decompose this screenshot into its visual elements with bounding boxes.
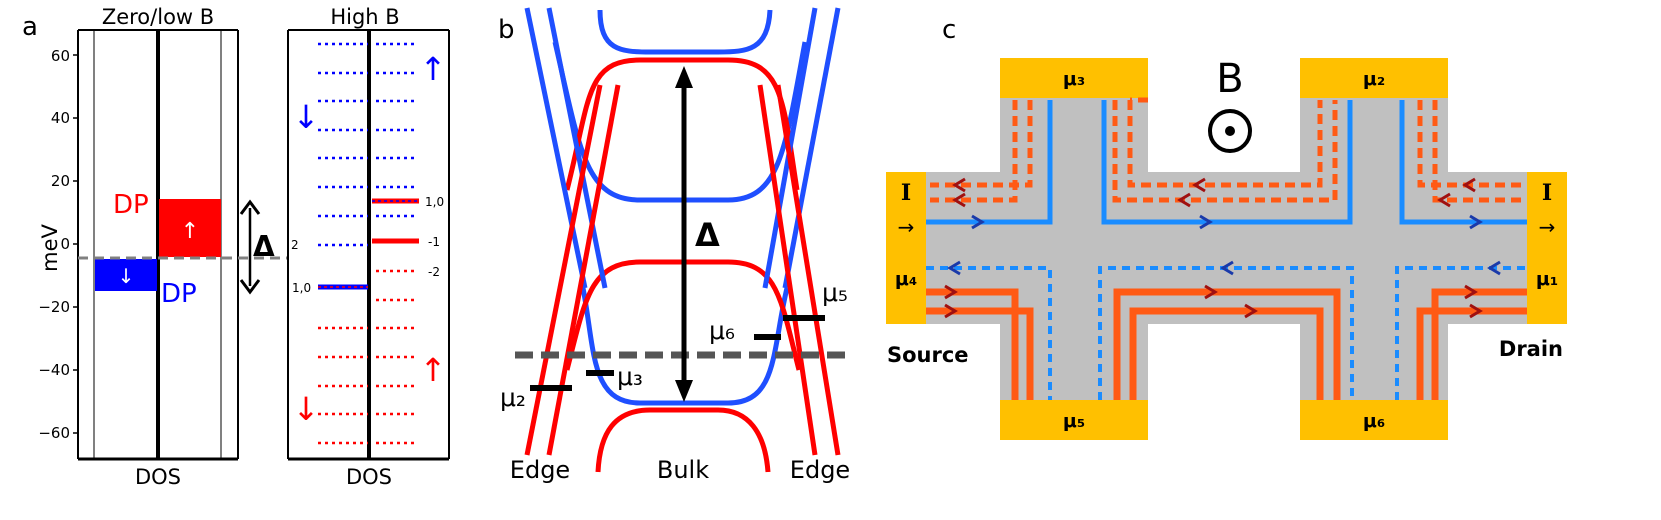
current-label-left: I — [901, 180, 911, 206]
lower-orange-solid-paths — [926, 288, 1527, 400]
upper-orange-dashed-paths — [930, 97, 1525, 203]
spin-down-dp-block — [95, 259, 157, 291]
high-b-up-arrow-red: ↑ — [420, 351, 447, 389]
spin-up-dp-block — [159, 199, 221, 257]
ytick-60: 60 — [51, 47, 70, 65]
contact-mu2 — [1300, 58, 1448, 98]
label-bulk: Bulk — [657, 456, 709, 484]
ytick-m20: −20 — [38, 298, 70, 316]
contacts — [886, 58, 1567, 440]
gap-symbol-a: Δ — [253, 230, 275, 263]
mu3-label-b: μ₃ — [617, 362, 643, 391]
current-label-right: I — [1542, 180, 1552, 206]
edge-state-red-left-2 — [546, 84, 621, 456]
panel-a-letter: a — [22, 12, 38, 42]
edge-state-blue-left-1 — [524, 7, 588, 289]
edge-state-red-left-1 — [524, 84, 603, 456]
contact-mu5 — [1000, 400, 1148, 440]
panel-a-right-frame — [287, 29, 450, 461]
contact-drain — [1527, 172, 1567, 324]
mu6-label-b: μ₆ — [709, 316, 735, 345]
panel-a-left-title: Zero/low B — [102, 5, 214, 29]
landau-levels-red — [318, 269, 416, 445]
contact-source — [886, 172, 926, 324]
panel-a: a Zero/low B High B meV 60 40 20 0 −20 −… — [22, 5, 450, 489]
current-arrow-right: → — [1539, 215, 1556, 239]
ytick-40: 40 — [51, 109, 70, 127]
ytick-m60: −60 — [38, 424, 70, 442]
level-label-1-0-left: 1,0 — [292, 281, 311, 295]
drain-label: Drain — [1499, 337, 1563, 361]
lower-blue-dashed-paths — [926, 266, 1527, 400]
panel-c-letter: c — [942, 15, 956, 45]
panel-a-xlabel-right: DOS — [346, 465, 392, 489]
hall-bar-body — [920, 95, 1530, 435]
high-b-down-arrow-red: ↓ — [293, 390, 320, 428]
spin-down-arrow: ↓ — [118, 264, 135, 288]
dp-label-lower: DP — [161, 279, 197, 309]
panel-a-xlabel-left: DOS — [135, 465, 181, 489]
level-label-2: 2 — [291, 238, 299, 252]
gap-arrow-b — [675, 66, 693, 402]
contact-mu6 — [1300, 400, 1448, 440]
high-b-up-arrow-blue: ↑ — [420, 50, 447, 88]
ytick-m40: −40 — [38, 361, 70, 379]
mu4-contact-label: μ₄ — [895, 268, 917, 290]
edge-state-blue-right-2 — [782, 7, 841, 289]
gap-double-arrow — [239, 199, 261, 295]
mu1-contact-label: μ₁ — [1536, 268, 1558, 290]
panel-a-ylabel: meV — [38, 223, 62, 271]
panel-b: b Δ μ₂ μ₃ μ₆ μ₅ — [498, 7, 852, 484]
edge-state-red-right-1 — [757, 84, 818, 456]
label-edge-right: Edge — [790, 456, 850, 484]
upper-blue-solid-paths — [926, 100, 1527, 225]
edge-state-blue-left-2 — [546, 7, 608, 289]
high-b-down-arrow-blue: ↓ — [293, 98, 320, 136]
level-label-minus-1: -1 — [428, 235, 440, 249]
mu2-label-b: μ₂ — [500, 383, 526, 412]
contact-mu3 — [1000, 58, 1148, 98]
panel-c: c — [886, 15, 1567, 440]
mu5-label-b: μ₅ — [822, 278, 848, 307]
panel-a-yticks: 60 40 20 0 −20 −40 −60 — [38, 47, 78, 442]
edge-state-red-right-2 — [775, 84, 841, 456]
direction-chevrons — [944, 177, 1501, 319]
level-label-minus-2: -2 — [428, 265, 440, 279]
level-label-1-0-right: 1,0 — [425, 195, 444, 209]
dp-label-upper: DP — [113, 190, 149, 220]
mu6-contact-label: μ₆ — [1363, 410, 1385, 432]
landau-levels-blue — [318, 42, 416, 247]
field-out-of-page-icon — [1208, 109, 1252, 153]
label-edge-left: Edge — [510, 456, 570, 484]
field-label-b: B — [1216, 56, 1243, 102]
bulk-band-blue-top — [597, 9, 773, 55]
mu3-contact-label: μ₃ — [1063, 68, 1085, 90]
source-label: Source — [887, 343, 969, 367]
ytick-20: 20 — [51, 172, 70, 190]
panel-b-letter: b — [498, 15, 515, 45]
current-arrow-left: → — [898, 215, 915, 239]
spin-up-arrow: ↑ — [181, 219, 199, 244]
panel-a-right-title: High B — [330, 5, 399, 29]
gap-symbol-b: Δ — [695, 216, 720, 254]
ytick-0: 0 — [60, 235, 70, 253]
bulk-band-red-low — [595, 407, 771, 473]
mu5-contact-label: μ₅ — [1063, 410, 1085, 432]
bulk-band-blue-low — [580, 287, 790, 406]
mu2-contact-label: μ₂ — [1363, 68, 1385, 90]
